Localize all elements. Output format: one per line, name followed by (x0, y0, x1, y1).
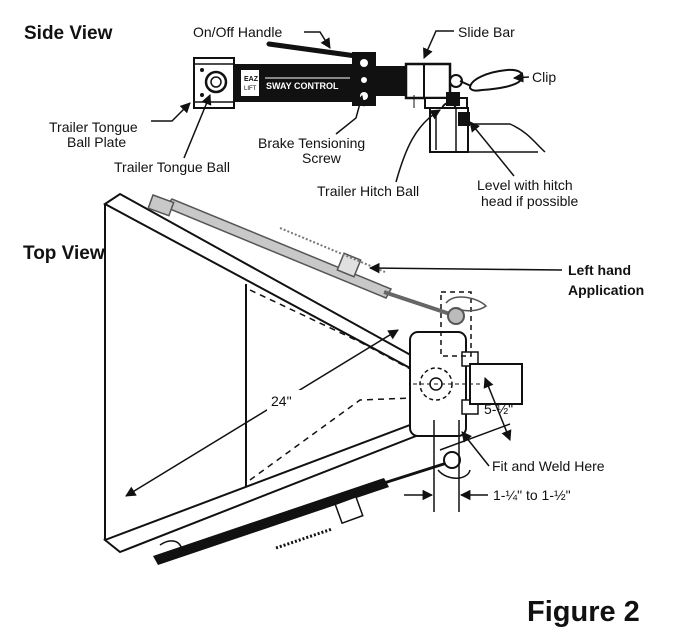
figure-caption: Figure 2 (527, 596, 640, 628)
leader-clip (512, 72, 530, 83)
label-brake-screw-2: Screw (302, 150, 342, 166)
dimension-24-line (125, 329, 399, 497)
leader-left-hand (368, 262, 563, 274)
label-level-2: head if possible (481, 193, 579, 209)
leader-hitch-ball (395, 109, 441, 183)
label-left-hand-2: Application (568, 282, 644, 298)
label-tongue-ball: Trailer Tongue Ball (114, 159, 230, 175)
dimension-offset: 5-½" (484, 401, 513, 417)
label-on-off-handle: On/Off Handle (193, 24, 282, 40)
label-ball-plate-2: Ball Plate (67, 134, 126, 150)
leader-brake-screw (335, 94, 365, 135)
leader-tongue-ball (183, 94, 212, 159)
top-view-heading: Top View (23, 243, 105, 264)
label-ball-plate-1: Trailer Tongue (49, 119, 138, 135)
leader-level (469, 121, 515, 177)
side-view-drawing: EAZ LIFT SWAY CONTROL (193, 41, 546, 153)
label-brake-screw-1: Brake Tensioning (258, 135, 365, 151)
leader-fit-weld (461, 431, 490, 467)
leader-on-off-handle (304, 31, 331, 49)
dimension-offset-line (483, 377, 512, 441)
label-hitch-ball: Trailer Hitch Ball (317, 183, 419, 199)
label-clip: Clip (532, 69, 556, 85)
label-left-hand-1: Left hand (568, 262, 631, 278)
clip-icon (468, 68, 524, 92)
side-view-heading: Side View (24, 23, 113, 44)
brand-mark: EAZ (244, 76, 259, 83)
brand-sub-mark: LIFT (244, 86, 257, 92)
label-slide-bar: Slide Bar (458, 24, 515, 40)
slide-bar-icon (404, 62, 452, 100)
brake-screw-icon (361, 77, 367, 83)
dimension-24: 24" (271, 393, 292, 409)
dimension-clearance: 1-¼" to 1-½" (493, 487, 571, 503)
leader-ball-plate (151, 102, 191, 122)
top-view-drawing (103, 192, 523, 565)
on-off-handle-icon (266, 41, 359, 59)
product-mark: SWAY CONTROL (266, 81, 339, 91)
leader-slide-bar (423, 30, 454, 59)
label-level-1: Level with hitch (477, 177, 573, 193)
label-fit-weld: Fit and Weld Here (492, 458, 605, 474)
